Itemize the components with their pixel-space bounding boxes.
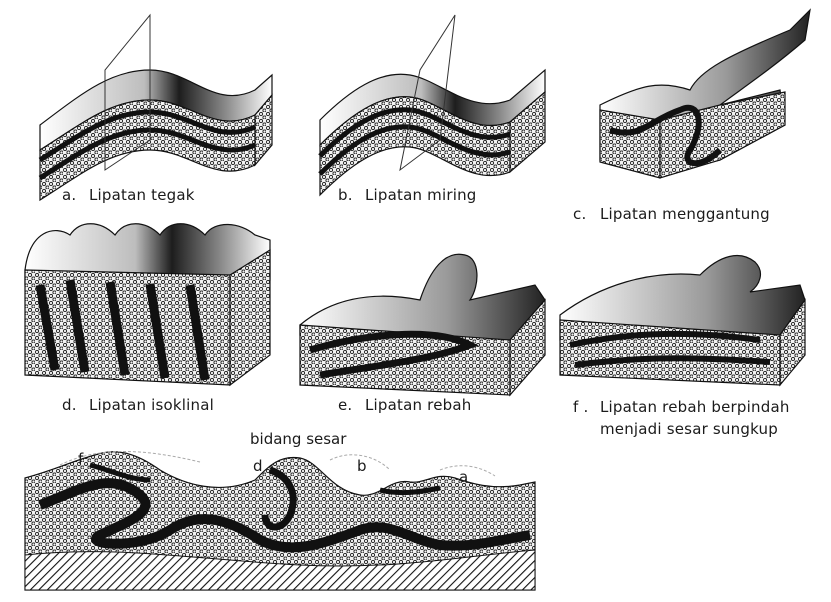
label-a: a	[459, 468, 469, 486]
label-f: f	[78, 450, 84, 468]
caption-upright-fold: a. Lipatan tegak	[62, 186, 195, 204]
caption-overthrust-fold: f . Lipatan rebah berpindah menjadi sesa…	[573, 398, 790, 438]
label-d: d	[253, 457, 263, 475]
diagram-overhanging-fold	[599, 8, 811, 179]
diagram-overthrust-fold	[559, 254, 806, 387]
caption-inclined-fold: b. Lipatan miring	[338, 186, 477, 204]
diagram-upright-fold	[38, 13, 273, 202]
caption-overhanging-fold: c. Lipatan menggantung	[573, 205, 770, 223]
label-b: b	[357, 457, 367, 475]
caption-isoclinal-fold: d. Lipatan isoklinal	[62, 396, 215, 414]
diagram-isoclinal-fold	[24, 223, 271, 387]
diagram-cross-section	[24, 451, 536, 591]
diagram-inclined-fold	[318, 14, 546, 197]
label-fault-plane: bidang sesar	[250, 430, 347, 448]
diagram-recumbent-fold	[299, 253, 546, 397]
caption-recumbent-fold: e. Lipatan rebah	[338, 396, 472, 414]
